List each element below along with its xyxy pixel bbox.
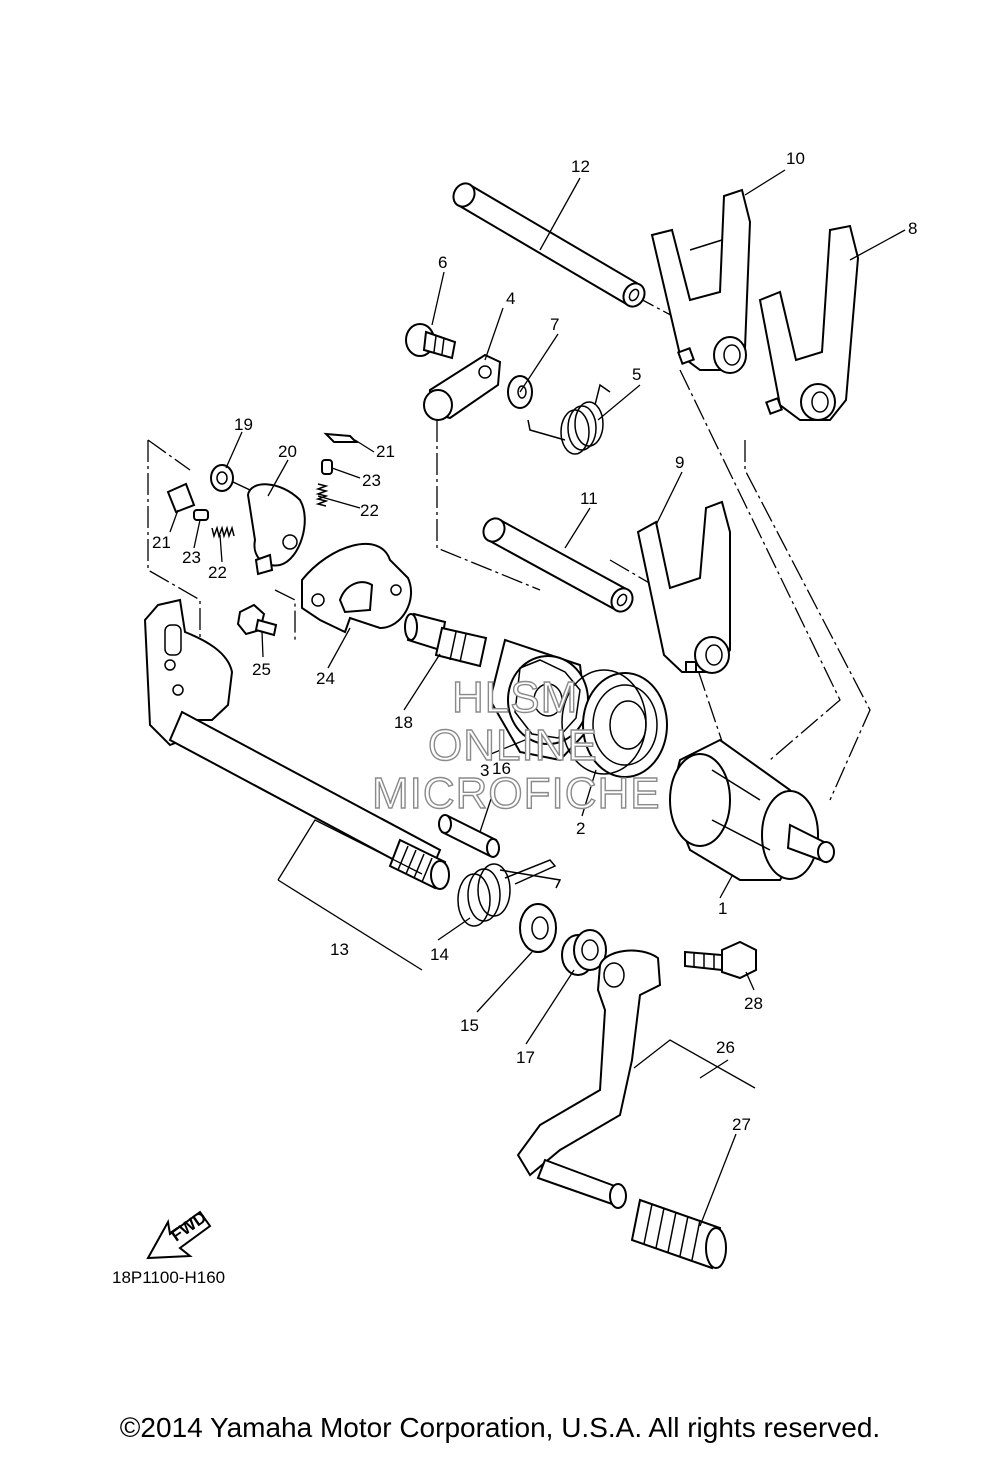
callout-6[interactable]: 6: [438, 253, 447, 272]
callout-5[interactable]: 5: [632, 365, 641, 384]
callout-28[interactable]: 28: [744, 994, 763, 1013]
callout-13[interactable]: 13: [330, 940, 349, 959]
leader-lines: [169, 169, 906, 1227]
callout-17[interactable]: 17: [516, 1048, 535, 1067]
copyright-notice: ©2014 Yamaha Motor Corporation, U.S.A. A…: [119, 1412, 881, 1443]
callout-19[interactable]: 19: [234, 415, 253, 434]
callout-1[interactable]: 1: [718, 899, 727, 918]
part-8-shift-fork[interactable]: [758, 224, 860, 421]
part-13-shift-shaft[interactable]: [143, 598, 450, 890]
callout-7[interactable]: 7: [550, 315, 559, 334]
fwd-arrow-icon: FWD: [146, 1208, 212, 1260]
part-24-plate[interactable]: [301, 543, 413, 634]
callout-16[interactable]: 16: [492, 759, 511, 778]
watermark-line-3: MICROFICHE: [372, 769, 661, 818]
callout-23-lower[interactable]: 23: [182, 548, 201, 567]
callout-18[interactable]: 18: [394, 713, 413, 732]
part-4-stopper-lever[interactable]: [423, 353, 502, 421]
callout-12[interactable]: 12: [571, 157, 590, 176]
callout-21-upper[interactable]: 21: [376, 442, 395, 461]
callout-8[interactable]: 8: [908, 219, 917, 238]
part-6-bolt[interactable]: [405, 323, 457, 360]
callout-25[interactable]: 25: [252, 660, 271, 679]
callout-23-upper[interactable]: 23: [362, 471, 381, 490]
callout-22-lower[interactable]: 22: [208, 563, 227, 582]
callout-27[interactable]: 27: [732, 1115, 751, 1134]
part-12-shaft[interactable]: [449, 180, 648, 311]
part-23-pin[interactable]: [193, 459, 333, 521]
part-5-spring[interactable]: [527, 383, 611, 455]
callout-22-upper[interactable]: 22: [360, 501, 379, 520]
callout-24[interactable]: 24: [316, 669, 335, 688]
part-16-pin[interactable]: [438, 814, 500, 858]
callout-2[interactable]: 2: [576, 819, 585, 838]
part-26-shift-pedal[interactable]: [516, 949, 662, 1209]
callout-labels: 1 2 3 4 5 6 7 8 9 10 11 12 13 14 15 16 1…: [152, 149, 917, 1134]
callout-3[interactable]: 3: [480, 761, 489, 780]
callout-4[interactable]: 4: [506, 289, 515, 308]
part-1-shift-drum[interactable]: [668, 738, 835, 881]
watermark-line-1: HLSM: [452, 673, 578, 722]
part-11-shaft[interactable]: [479, 515, 636, 616]
part-9-shift-fork[interactable]: [636, 500, 731, 674]
callout-10[interactable]: 10: [786, 149, 805, 168]
part-2-bearing[interactable]: [561, 669, 668, 778]
part-20-segment[interactable]: [246, 483, 306, 576]
part-3-segment[interactable]: [488, 638, 590, 762]
part-27-pedal-rubber[interactable]: [630, 1198, 727, 1270]
part-17-bushing[interactable]: [561, 929, 607, 976]
callout-14[interactable]: 14: [430, 945, 449, 964]
part-22-spring[interactable]: [211, 483, 329, 539]
watermark-line-2: ONLINE: [428, 721, 598, 770]
callout-20[interactable]: 20: [278, 442, 297, 461]
callout-15[interactable]: 15: [460, 1016, 479, 1035]
callout-21-lower[interactable]: 21: [152, 533, 171, 552]
callout-9[interactable]: 9: [675, 453, 684, 472]
part-21-pawl[interactable]: [166, 432, 359, 514]
part-15-washer[interactable]: [519, 903, 557, 953]
part-25-bolt[interactable]: [236, 603, 278, 637]
part-14-spring[interactable]: [457, 859, 562, 927]
assembly-lines: [147, 279, 871, 801]
watermark: HLSM ONLINE MICROFICHE: [371, 672, 661, 818]
callout-26[interactable]: 26: [716, 1038, 735, 1057]
diagram-code: 18P1100-H160: [112, 1268, 226, 1287]
part-28-bolt[interactable]: [684, 940, 757, 980]
part-10-shift-fork[interactable]: [650, 188, 752, 374]
part-18-pin[interactable]: [404, 612, 488, 668]
callout-11[interactable]: 11: [580, 489, 598, 508]
part-19-bolt[interactable]: [210, 464, 251, 492]
